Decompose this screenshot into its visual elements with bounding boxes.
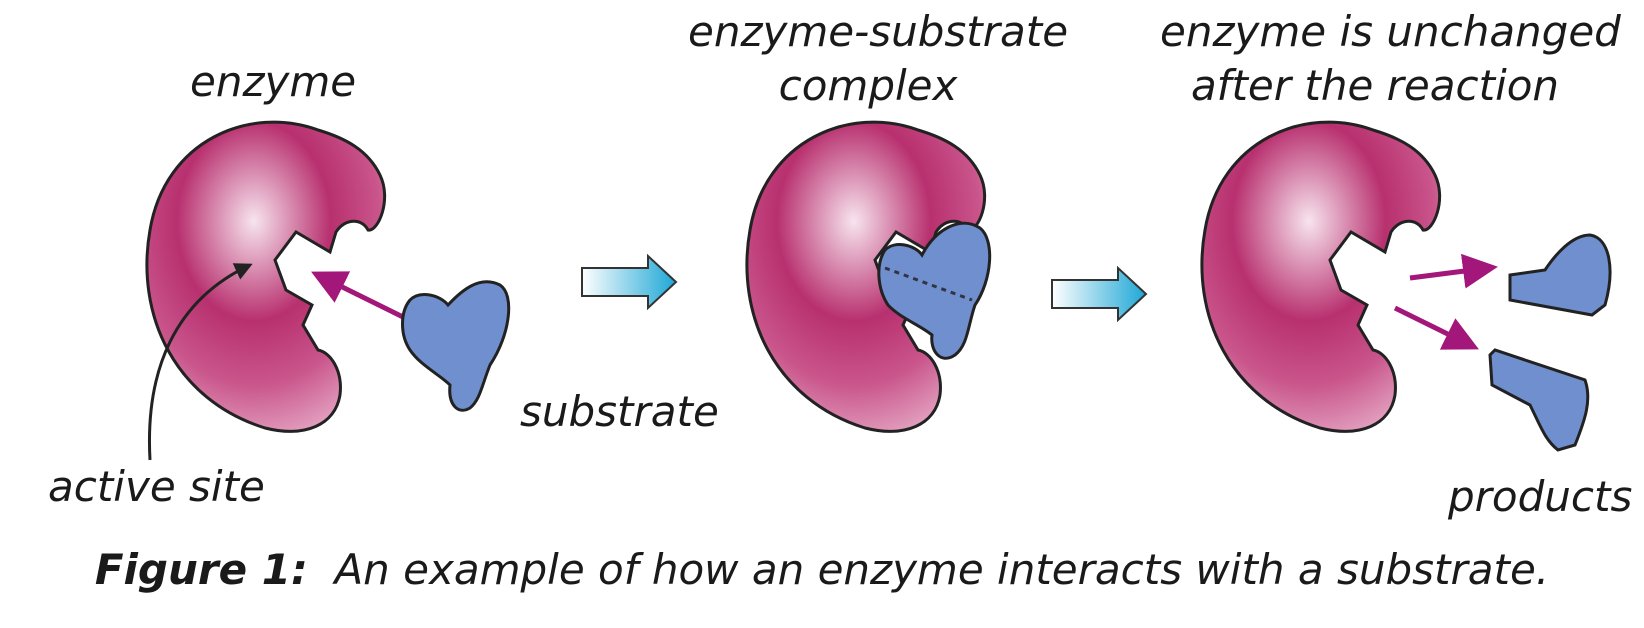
enzyme-stage-1 — [145, 120, 387, 433]
label-active-site: active site — [48, 462, 265, 511]
process-arrow-1 — [581, 253, 678, 311]
label-complex-line2: complex — [778, 61, 958, 110]
substrate-shape — [401, 280, 511, 412]
enzyme-stage-3 — [1200, 120, 1442, 433]
product-arrow-1 — [1409, 253, 1498, 289]
bound-substrate — [877, 221, 992, 360]
product-arrow-2 — [1393, 305, 1479, 350]
label-products: products — [1448, 472, 1633, 521]
label-unchanged-line1: enzyme is unchanged — [1160, 7, 1621, 56]
product-2-shape — [1488, 348, 1590, 452]
process-arrow-2 — [1051, 265, 1148, 323]
label-unchanged: enzyme is unchanged after the reaction — [1160, 5, 1621, 113]
caption-text: An example of how an enzyme interacts wi… — [334, 545, 1550, 594]
substrate-approach-arrow — [311, 271, 407, 321]
figure-caption: Figure 1: An example of how an enzyme in… — [0, 545, 1644, 594]
label-enzyme: enzyme — [190, 57, 357, 106]
active-site-pointer — [147, 263, 253, 461]
label-unchanged-line2: after the reaction — [1190, 61, 1560, 110]
product-1-shape — [1508, 233, 1612, 317]
label-complex-line1: enzyme-substrate — [688, 7, 1069, 56]
label-complex: enzyme-substrate complex — [688, 5, 1069, 113]
caption-number: Figure 1: — [94, 545, 308, 594]
label-substrate: substrate — [520, 387, 719, 436]
